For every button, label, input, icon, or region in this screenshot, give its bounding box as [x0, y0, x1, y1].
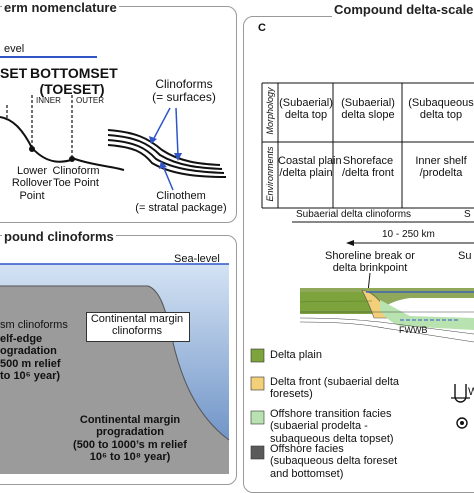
sm-clinoforms-label: sm clinoforms [0, 319, 68, 331]
panel-a-title: erm nomenclature [2, 0, 119, 15]
panel-c [243, 16, 474, 493]
outer-label: OUTER [76, 96, 104, 105]
fwwb-label: FWWB [399, 325, 428, 335]
morph-col-1: (Subaerial)delta top [279, 97, 333, 122]
toeset-label: (TOESET) [39, 81, 105, 97]
subaerial-delta-clinoforms-label: Subaerial delta clinoforms [296, 209, 412, 220]
panel-b-title: pound clinoforms [2, 229, 116, 244]
legend-delta-plain: Delta plain [270, 349, 322, 361]
panel-a-sea-level-label: evel [4, 43, 25, 55]
panel-c-title: Compound delta-scale c [332, 2, 474, 17]
panel-c-letter: C [258, 22, 266, 34]
continental-margin-clinoforms-box [86, 312, 190, 342]
clinothem-label: Clinothem(= stratal package) [135, 190, 227, 215]
subaqueous-cut-label: S [464, 209, 471, 220]
panel-c-drawing [250, 82, 474, 460]
legend-offshore-transition: Offshore transition facies(subaerial pro… [270, 408, 394, 445]
env-col-1: Coastal plain/delta plain [278, 155, 342, 180]
env-col-2: Shoreface/delta front [342, 155, 394, 180]
legend-offshore-facies: Offshore facies(subaqueous delta foreset… [270, 443, 398, 480]
inner-label: INNER [36, 96, 61, 105]
panel-a [0, 6, 237, 223]
subaqueous-rollover-cut-label: Su [458, 250, 472, 262]
bottomset-label: BOTTOMSET [30, 65, 118, 81]
morph-col-2: (Subaerial)delta slope [341, 97, 395, 122]
topset-label: SET [0, 65, 28, 81]
env-col-3: Inner shelf/prodelta [415, 155, 467, 180]
environments-label: Environments [264, 146, 275, 202]
panel-a-drawing [0, 56, 227, 191]
symbol-w-label: W [468, 386, 474, 398]
scale-label: 10 - 250 km [382, 229, 435, 240]
clinoforms-label: Clinoforms(= surfaces) [152, 77, 216, 105]
panel-b-sea-level-label: Sea-level [174, 253, 220, 265]
